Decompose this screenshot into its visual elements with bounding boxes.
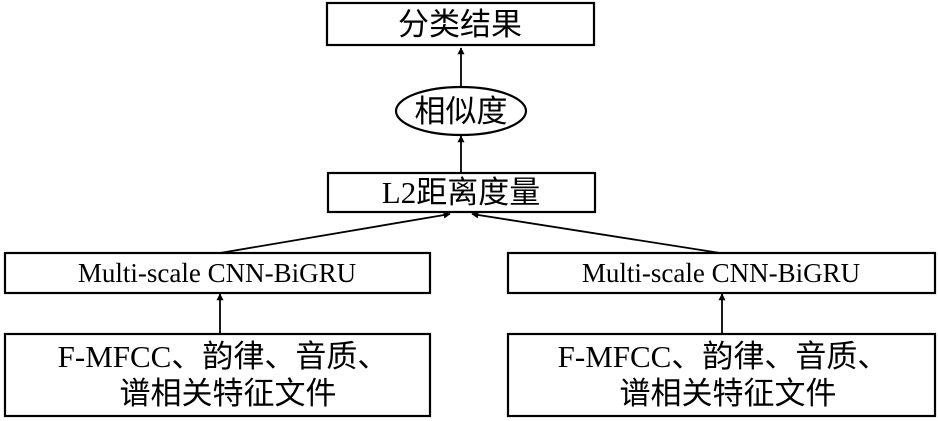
model-left-label: Multi-scale CNN-BiGRU [78,258,356,288]
similarity-node: 相似度 [394,85,528,137]
features-right-node: F-MFCC、韵律、音质、 谱相关特征文件 [506,332,937,418]
l2-distance-node: L2距离度量 [326,171,597,214]
features-left-line1: F-MFCC、韵律、音质、 [58,339,389,374]
result-node: 分类结果 [325,1,596,47]
model-right-node: Multi-scale CNN-BiGRU [506,251,937,295]
similarity-label: 相似度 [415,94,508,130]
result-label: 分类结果 [398,7,522,43]
arrow-model-left-to-l2 [219,211,451,254]
features-right-line2: 谱相关特征文件 [620,376,837,412]
arrow-model-right-to-l2 [471,211,721,254]
features-right-line1: F-MFCC、韵律、音质、 [558,339,889,374]
model-right-label: Multi-scale CNN-BiGRU [582,258,860,288]
features-left-line2: 谱相关特征文件 [120,376,337,412]
l2-distance-label: L2距离度量 [382,175,540,210]
model-left-node: Multi-scale CNN-BiGRU [3,251,432,295]
features-left-node: F-MFCC、韵律、音质、 谱相关特征文件 [3,332,432,418]
